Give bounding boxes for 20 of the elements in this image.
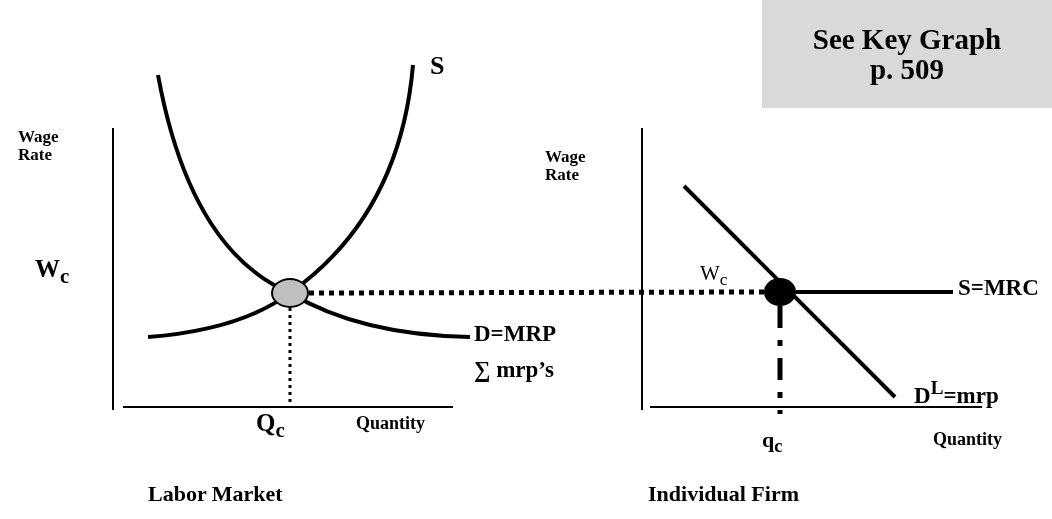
axis-title: Quantity — [933, 430, 1002, 449]
axis-label: Wage Rate — [18, 128, 60, 164]
dotted-line — [309, 289, 764, 296]
axis-label: Wage Rate — [545, 148, 587, 184]
curve-label: D$^{L}$=mrp — [914, 378, 999, 408]
graph-title: Individual Firm — [648, 482, 799, 506]
graph-title: Labor Market — [148, 482, 283, 506]
curve-label: D=MRP — [474, 322, 557, 347]
equilibrium-point — [764, 278, 796, 306]
axis-value: q$_{c}$ — [762, 428, 783, 457]
equilibrium-point — [271, 278, 309, 308]
axis-value: Q$_{c}$ — [256, 410, 285, 442]
note-box — [762, 0, 1052, 108]
axis-title: Quantity — [356, 414, 425, 433]
axis-value: W$_{c}$ — [700, 262, 728, 289]
curve-label: S — [430, 52, 445, 80]
note-text: See Key Graph p. 509 — [811, 23, 1003, 85]
axis-value: W$_{c}$ — [35, 256, 70, 288]
curve-label: ∑ mrp’s — [474, 358, 555, 383]
curve-label: S=MRC — [958, 276, 1039, 301]
